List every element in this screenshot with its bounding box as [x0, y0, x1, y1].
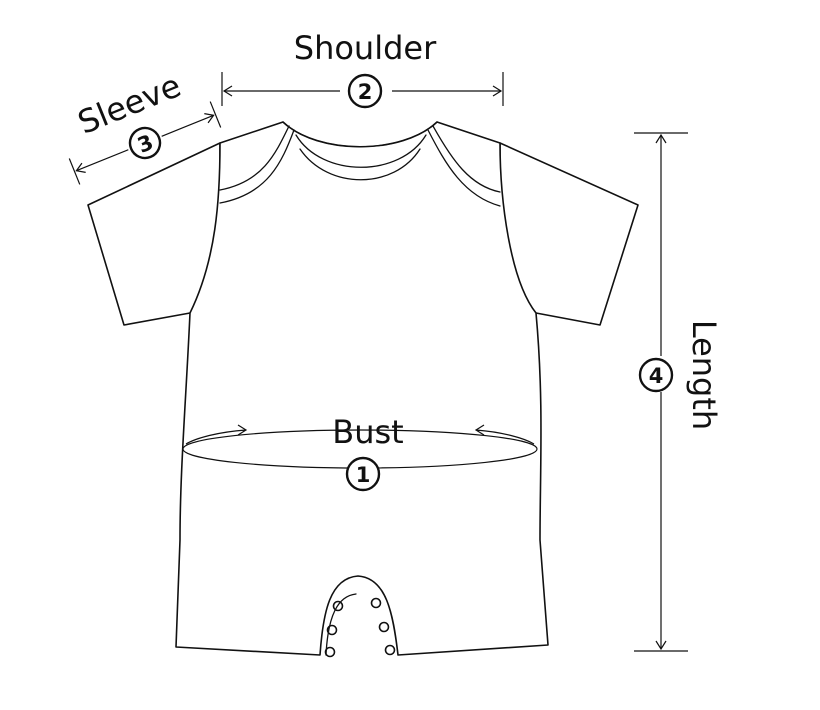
- length-number-badge: [638, 357, 674, 393]
- shoulder-number: 2: [358, 80, 373, 104]
- bust-number: 1: [356, 463, 371, 487]
- snap-left-3: [324, 646, 336, 658]
- bust-number-badge: [345, 456, 381, 492]
- snap-buttons: [324, 593, 396, 658]
- sleeve-label: Sleeve: [72, 66, 186, 141]
- shoulder-measurement: Shoulder 2: [221, 29, 504, 109]
- neckline-trim: [219, 121, 501, 207]
- bust-measurement: Bust 1: [182, 413, 538, 492]
- length-number: 4: [649, 364, 664, 388]
- bust-label: Bust: [332, 413, 403, 451]
- bust-arrow-left: [185, 424, 248, 445]
- romper-body: [175, 121, 549, 656]
- snap-right-2: [378, 621, 390, 633]
- length-label: Length: [685, 320, 723, 430]
- shoulder-label: Shoulder: [294, 29, 437, 67]
- snap-right-1: [370, 597, 382, 609]
- shoulder-number-badge: [347, 73, 383, 109]
- snap-right-3: [384, 644, 396, 656]
- length-measurement: 4 Length: [634, 132, 723, 652]
- sleeve-number-badge: [128, 126, 162, 160]
- bust-arrow-right: [474, 424, 535, 445]
